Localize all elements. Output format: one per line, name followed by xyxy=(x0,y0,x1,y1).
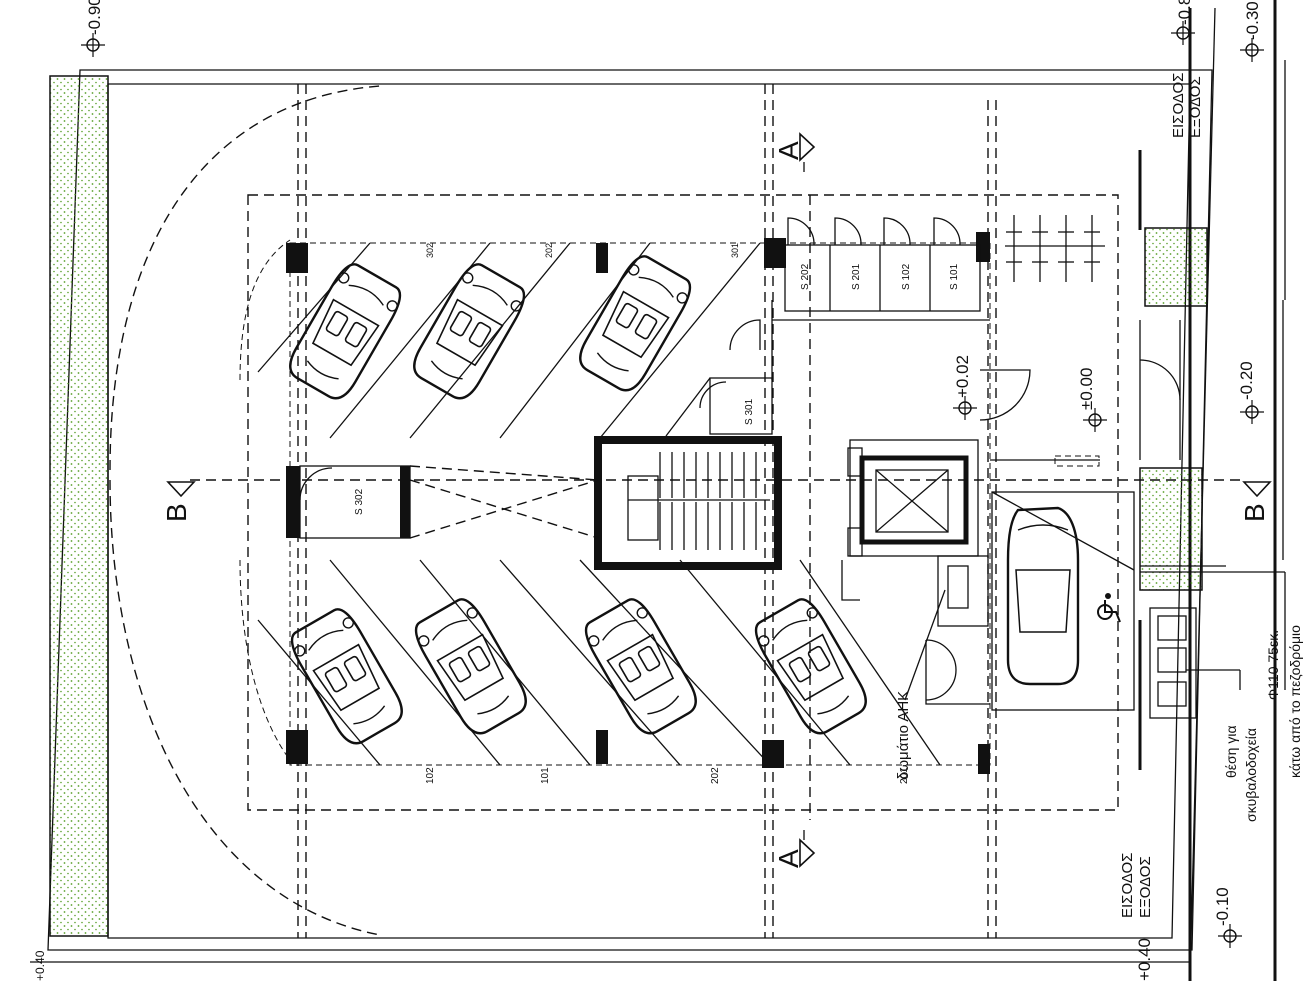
bicycle-rack xyxy=(1005,215,1105,282)
parking-number-bottom-1: 102 xyxy=(425,767,436,784)
bins-note-line2: σκυβαλοδοχεία xyxy=(1243,728,1259,822)
elevator-block xyxy=(841,439,1100,705)
pipe-note-line1: Φ110 75εκ. xyxy=(1265,630,1281,700)
parking-number-bottom-4: 201 xyxy=(899,767,910,784)
parking-number-bottom-2: 101 xyxy=(540,767,551,784)
parking-number-top-2: 202 xyxy=(544,243,554,258)
storage-label-s301: S 301 xyxy=(744,398,755,425)
section-a-bottom: A xyxy=(773,849,804,868)
level-top-left: -0.90 xyxy=(85,0,104,35)
entrance-bottom-line2: ΕΞΟΔΟΣ xyxy=(1137,856,1154,918)
entrance-bottom-line1: ΕΙΣΟΔΟΣ xyxy=(1119,853,1136,918)
level-mark-street-mid xyxy=(1239,399,1265,425)
level-mark-lobby xyxy=(952,395,978,421)
entrance-gate xyxy=(1138,150,1226,770)
grid-lines xyxy=(190,84,1240,938)
ramp-curve-top xyxy=(109,85,381,471)
level-lobby: +0.02 xyxy=(953,355,972,398)
level-street-bottom: -0.10 xyxy=(1213,887,1232,926)
parking-number-top-1: 302 xyxy=(425,243,435,258)
entrance-top-line2: ΕΞΟΔΟΣ xyxy=(1187,76,1204,138)
bins-area xyxy=(1149,571,1286,719)
parking-number-bottom-3: 202 xyxy=(710,767,721,784)
storage-label-s102: S 102 xyxy=(901,263,912,290)
entrance-top-line1: ΕΙΣΟΔΟΣ xyxy=(1170,73,1187,138)
accessible-parking-car xyxy=(991,491,1135,711)
turn-curve-inner-bottom xyxy=(239,559,291,761)
storage-label-s201: S 201 xyxy=(851,263,862,290)
storage-s302 xyxy=(299,465,599,539)
level-ramp: ±0.00 xyxy=(1077,368,1096,410)
bins-note-line1: θέση για xyxy=(1223,725,1239,778)
wheelchair-icon xyxy=(1097,593,1121,623)
planting-box-top xyxy=(1144,227,1208,307)
storage-label-s202: S 202 xyxy=(800,263,811,290)
pipe-note-line2: κάτω από το πεζοδρόμιο xyxy=(1287,625,1303,778)
storage-block-top xyxy=(772,217,990,321)
planting-box-mid xyxy=(1139,467,1203,591)
parked-cars-top xyxy=(282,250,698,406)
parking-stripes-top xyxy=(257,242,761,439)
parking-number-top-3: 301 xyxy=(730,243,740,258)
level-street-mid: -0.20 xyxy=(1237,361,1256,400)
ramp-curve-bottom xyxy=(109,479,381,936)
level-mark-street-bottom xyxy=(1217,923,1243,949)
level-mark-top-left xyxy=(80,32,106,58)
section-marks xyxy=(166,132,1272,868)
level-top-right-b: -0.30 xyxy=(1243,1,1262,40)
lobby-door xyxy=(979,369,1031,421)
ahk-leader xyxy=(904,589,946,701)
level-bottom-left: +0.40 xyxy=(33,950,47,981)
storage-label-s302: S 302 xyxy=(354,488,365,515)
planting-strip-left xyxy=(49,75,109,937)
level-mark-top-right-b xyxy=(1239,37,1265,63)
section-b-left: B xyxy=(161,503,192,522)
turn-curve-inner-top xyxy=(239,239,291,381)
section-b-right: B xyxy=(1239,503,1270,522)
stair-core xyxy=(594,300,782,570)
storage-label-s101: S 101 xyxy=(949,263,960,290)
level-top-right-a: -0.8 xyxy=(1175,0,1194,25)
level-bottom-center: +0.40 xyxy=(1135,938,1154,981)
parked-cars-bottom xyxy=(284,593,874,751)
level-mark-ramp xyxy=(1082,407,1108,433)
columns xyxy=(286,232,990,774)
section-a-top: A xyxy=(773,141,804,160)
ahk-room-label: δωμάτιο ΑΗΚ xyxy=(895,691,912,780)
